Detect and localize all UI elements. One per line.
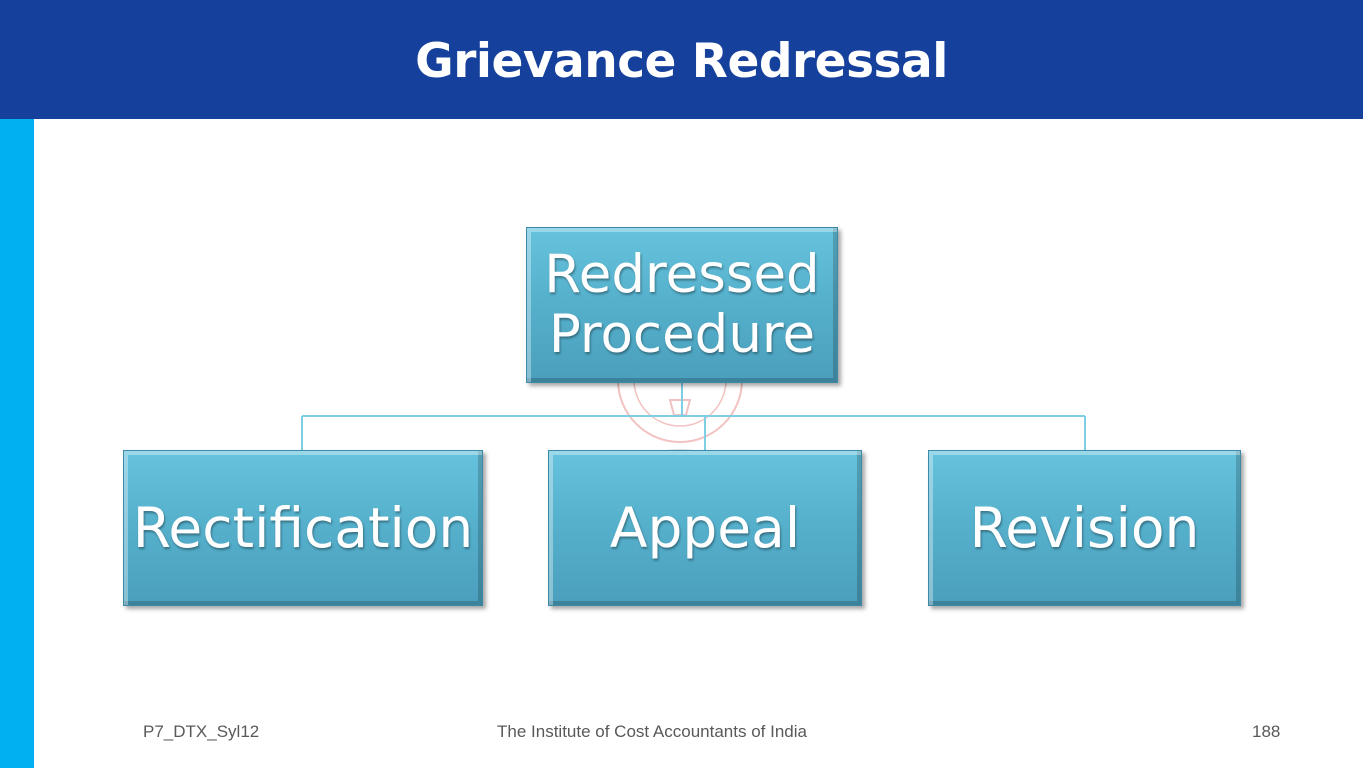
node-label: Redressed Procedure: [544, 244, 820, 365]
node-label: Revision: [969, 496, 1200, 560]
node-appeal: Appeal: [548, 450, 862, 606]
footer-institute-name: The Institute of Cost Accountants of Ind…: [497, 722, 807, 741]
node-rectification: Rectification: [123, 450, 483, 606]
node-label: Rectification: [132, 496, 474, 560]
side-accent-strip: [0, 119, 34, 768]
title-bar: Grievance Redressal: [0, 0, 1363, 119]
footer-course-code: P7_DTX_Syl12: [143, 722, 260, 741]
node-revision: Revision: [928, 450, 1241, 606]
page-title: Grievance Redressal: [415, 34, 948, 89]
node-label: Appeal: [609, 496, 801, 560]
footer-page-number: 188: [1252, 722, 1281, 741]
node-redressed-procedure: Redressed Procedure: [526, 227, 838, 383]
